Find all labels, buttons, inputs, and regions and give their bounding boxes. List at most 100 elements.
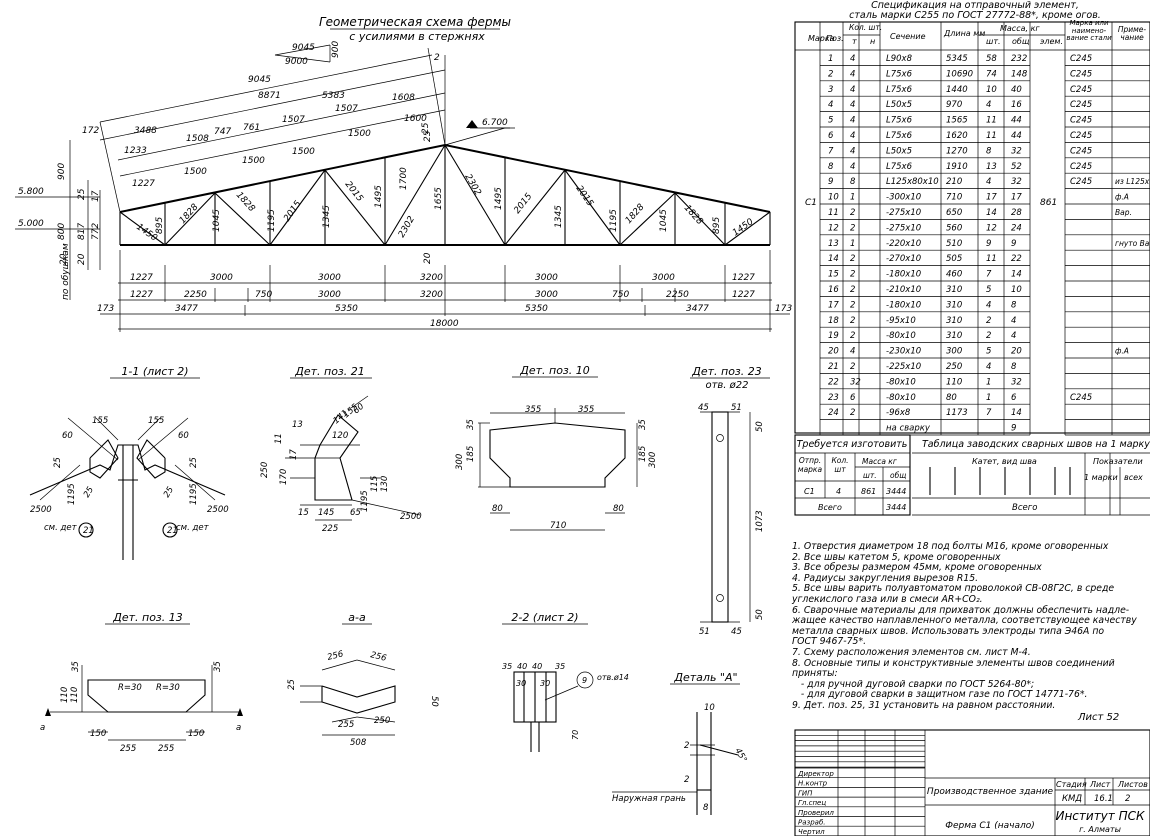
d21-17: 17 (289, 449, 299, 460)
row1-3000-d: 3000 (652, 273, 675, 283)
spec-title-2: сталь марки С255 по ГОСТ 27772-88*, кром… (849, 10, 1101, 21)
spec-cell-length: 460 (946, 270, 962, 280)
stamp-h-sheet: Лист (1089, 780, 1111, 789)
stamp-sheets: 2 (1125, 794, 1130, 804)
dim-3488: 3488 (134, 126, 157, 136)
d21-2500: 2500 (400, 512, 422, 522)
spec-cell-section: -270x10 (886, 254, 921, 264)
h-qty-n: н (870, 37, 875, 46)
force-1450-right: 1450 (731, 217, 756, 238)
spec-cell-pos: 9 (828, 177, 833, 187)
h-qty-t: т (852, 37, 857, 46)
d22-70: 70 (571, 730, 580, 740)
row2-3200: 3200 (420, 290, 443, 300)
d21-225: 225 (322, 524, 338, 534)
note-line: приняты: (792, 668, 838, 680)
required-sum-label: Всего (818, 503, 842, 512)
spec-cell-steel: С245 (1070, 85, 1092, 95)
panel-25: 25 (421, 122, 431, 134)
truss-scheme: Геометрическая схема фермы с усилиями в … (15, 15, 792, 332)
d23-51-t: 51 (731, 403, 742, 413)
spec-cell-note: ф.А (1115, 347, 1129, 356)
spec-cell-steel: С245 (1070, 54, 1092, 64)
spec-cell-m2: 16 (1011, 100, 1022, 110)
d23-title: Дет. поз. 23 (691, 365, 762, 378)
row2-3000-r: 3000 (535, 290, 558, 300)
spec-cell-section: L75x6 (886, 131, 913, 141)
d11-ref-circle-right (162, 522, 178, 538)
required-h-total: общ (890, 471, 906, 480)
d22-ref-circle (576, 671, 594, 689)
spec-cell-pos: 23 (828, 393, 839, 403)
spec-cell-pos: 22 (828, 377, 839, 387)
dim-172: 172 (82, 126, 99, 136)
force-2302-right: 2302 (462, 173, 482, 198)
dim-1600: 1600 (404, 114, 427, 124)
spec-cell-m1: 5 (986, 347, 991, 357)
daa-256-l: 256 (326, 649, 345, 663)
spec-cell-m1: 5 (986, 285, 991, 295)
note-line: - для дуговой сварки в защитном газе по … (792, 689, 1088, 701)
note-line: 8. Основные типы и конструктивные элемен… (792, 657, 1115, 669)
d21-145: 145 (318, 508, 334, 518)
welds-h-ind: Показатели (1093, 457, 1143, 466)
row1-3000-c: 3000 (535, 273, 558, 283)
spec-cell-steel: С245 (1070, 69, 1092, 79)
force-2015-d: 2015 (574, 184, 595, 209)
spec-cell-length: 560 (946, 223, 962, 233)
d10-35-r: 35 (638, 419, 648, 430)
spec-cell-m2: 10 (1011, 285, 1022, 295)
spec-cell-section: на сварку (886, 424, 931, 434)
note-line: жащее качество наплавленного металла, со… (792, 615, 1137, 627)
spec-cell-steel: С245 (1070, 162, 1092, 172)
elev-ridge-value: 6.700 (482, 118, 508, 128)
d11-155-r: 155 (148, 416, 164, 426)
spec-cell-m2: 14 (1011, 270, 1022, 280)
force-1345-right: 1345 (554, 205, 564, 228)
spec-cell-qty: 4 (850, 116, 855, 126)
spec-cell-length: 1565 (946, 116, 968, 126)
d23-45-b: 45 (731, 627, 742, 637)
spec-cell-m2: 40 (1011, 85, 1022, 95)
note-line: 4. Радиусы закругления вырезов R15. (792, 572, 979, 584)
spec-cell-pos: 7 (828, 146, 834, 156)
row1-3000-a: 3000 (210, 273, 233, 283)
d10-710: 710 (550, 521, 566, 531)
spec-cell-qty: 2 (850, 254, 855, 264)
force-1195-right: 1195 (609, 209, 619, 232)
spec-cell-pos: 5 (828, 116, 833, 126)
d22-ref-num: 9 (582, 676, 587, 685)
dim-1233: 1233 (124, 146, 147, 156)
d23-hole-bottom (716, 594, 724, 602)
note-line: - для ручной дуговой сварки по ГОСТ 5264… (792, 678, 1035, 690)
detail-10: Дет. поз. 10 355 355 35 185 300 300 185 … (455, 364, 658, 531)
force-1495-left: 1495 (374, 185, 384, 208)
h-mark: Марка (808, 34, 835, 43)
spec-table: Спецификация на отправочный элемент, ста… (794, 0, 1150, 436)
spec-cell-qty: 2 (850, 300, 855, 310)
spec-cell-length: 300 (946, 347, 962, 357)
required-mark: С1 (804, 487, 815, 496)
spec-cell-m2: 8 (1011, 300, 1017, 310)
d10-plate (489, 422, 626, 488)
dim-900-top: 900 (331, 41, 341, 58)
row1-1227-r: 1227 (732, 273, 755, 283)
d13-title: Дет. поз. 13 (112, 611, 183, 624)
d21-1195: 1195 (360, 490, 370, 512)
spec-cell-length: 505 (946, 254, 962, 264)
detail-1-1: 1-1 (лист 2) 155 155 60 60 25 25 (29, 365, 229, 560)
d11-25-a: 25 (53, 457, 63, 468)
row2-750-l: 750 (255, 290, 272, 300)
panel-1500-d: 1500 (348, 129, 371, 139)
row2-750-r: 750 (612, 290, 629, 300)
dim-2: 2 (434, 53, 440, 63)
dim-1507-a: 1507 (282, 115, 305, 125)
d21-11: 11 (274, 433, 284, 444)
spec-cell-pos: 4 (828, 100, 833, 110)
sheet-label: Лист 52 (1078, 712, 1120, 723)
bottom-dimension-lines (100, 250, 790, 332)
spec-cell-length: 1440 (946, 85, 968, 95)
dim-9045-top: 9045 (292, 43, 315, 53)
stamp-building: Производственное здание (927, 787, 1054, 797)
force-895-left: 895 (155, 217, 165, 234)
